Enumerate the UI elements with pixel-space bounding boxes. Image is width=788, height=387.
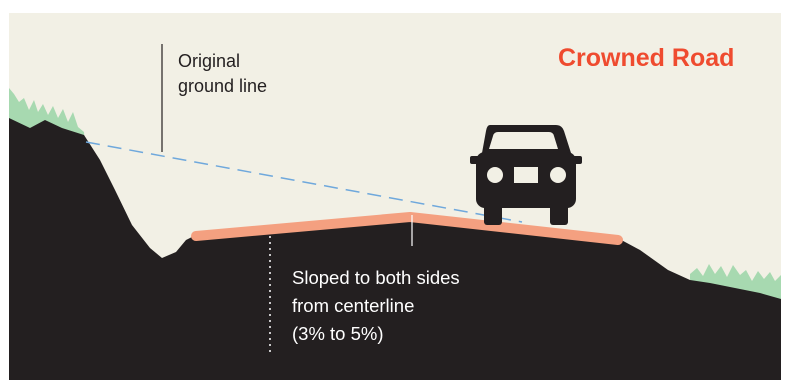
- slope-label-line-2: from centerline: [292, 292, 460, 320]
- slope-label-line-3: (3% to 5%): [292, 320, 460, 348]
- ground-label-line-1: Original: [178, 49, 267, 74]
- diagram-title: Crowned Road: [558, 44, 734, 73]
- slope-label-line-1: Sloped to both sides: [292, 264, 460, 292]
- original-ground-line-label: Original ground line: [178, 49, 267, 99]
- ground-label-line-2: ground line: [178, 74, 267, 99]
- slope-description-label: Sloped to both sides from centerline (3%…: [292, 264, 460, 348]
